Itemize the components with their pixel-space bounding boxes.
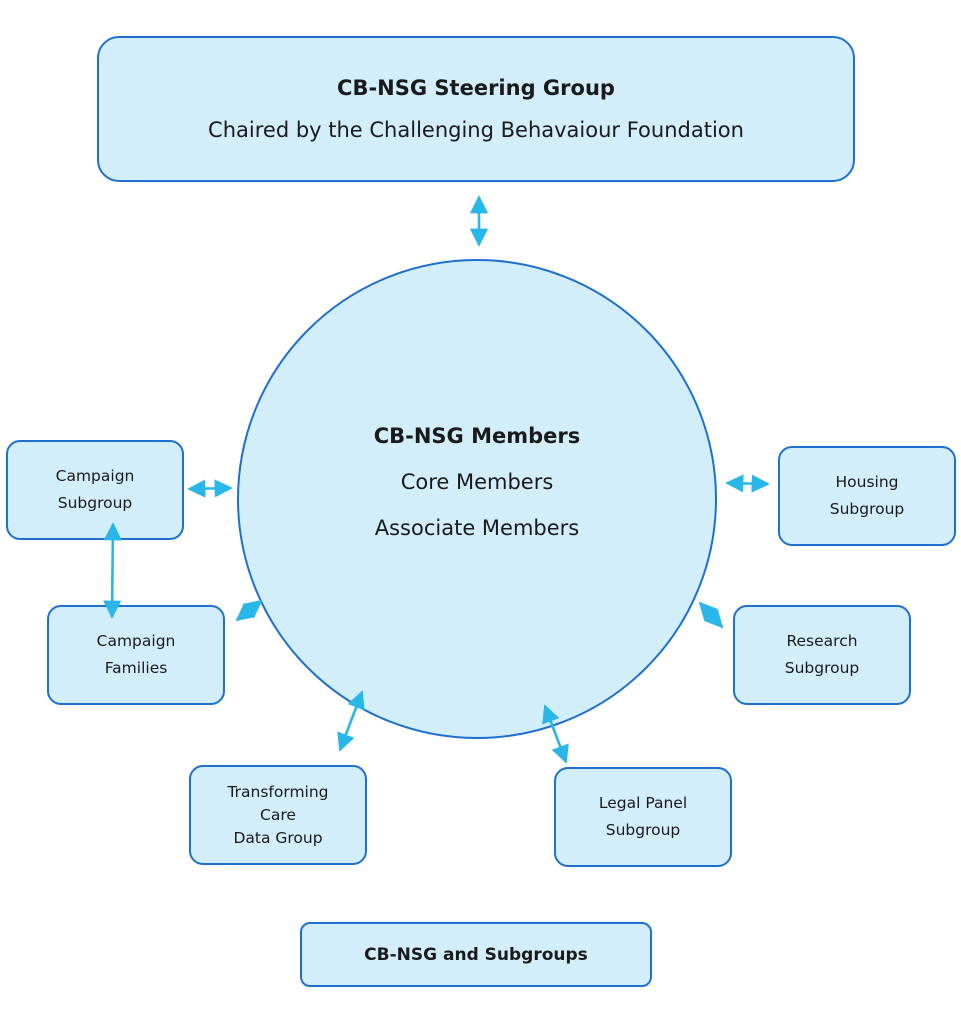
legal-panel-line-1: Legal Panel xyxy=(598,794,688,812)
steering-group-subtitle: Chaired by the Challenging Behavaiour Fo… xyxy=(208,118,744,142)
research-line-1: Research xyxy=(786,632,858,650)
transforming-care-data-group-box: Transforming Care Data Group xyxy=(189,765,367,865)
diagram-caption: CB-NSG and Subgroups xyxy=(364,944,588,965)
campaign-families-line-1: Campaign xyxy=(96,632,176,650)
members-title: CB-NSG Members xyxy=(373,424,581,448)
research-subgroup-box: Research Subgroup xyxy=(733,605,911,705)
housing-line-2: Subgroup xyxy=(829,500,905,518)
steering-group-title: CB-NSG Steering Group xyxy=(337,76,615,100)
housing-subgroup-box: Housing Subgroup xyxy=(778,446,956,546)
core-members-label: Core Members xyxy=(400,470,554,494)
transforming-care-line-2: Care xyxy=(260,805,296,824)
campaign-families-line-2: Families xyxy=(104,659,168,677)
campaign-subgroup-line-1: Campaign xyxy=(55,467,135,485)
transforming-care-line-3: Data Group xyxy=(233,828,323,847)
arrow-campaign-subgroup-members xyxy=(187,479,233,498)
associate-members-label: Associate Members xyxy=(374,516,580,540)
arrow-research-members xyxy=(698,601,724,629)
housing-line-1: Housing xyxy=(835,473,899,491)
arrow-campaign-families-members xyxy=(235,599,263,622)
steering-group-box: CB-NSG Steering Group Chaired by the Cha… xyxy=(97,36,855,182)
research-line-2: Subgroup xyxy=(784,659,860,677)
campaign-subgroup-line-2: Subgroup xyxy=(57,494,133,512)
transforming-care-line-1: Transforming xyxy=(227,782,329,801)
campaign-subgroup-box: Campaign Subgroup xyxy=(6,440,184,540)
legal-panel-line-2: Subgroup xyxy=(605,821,681,839)
diagram-caption-box: CB-NSG and Subgroups xyxy=(300,922,652,987)
campaign-families-box: Campaign Families xyxy=(47,605,225,705)
arrow-housing-members xyxy=(725,474,770,493)
legal-panel-subgroup-box: Legal Panel Subgroup xyxy=(554,767,732,867)
members-circle: CB-NSG Members Core Members Associate Me… xyxy=(237,259,717,739)
